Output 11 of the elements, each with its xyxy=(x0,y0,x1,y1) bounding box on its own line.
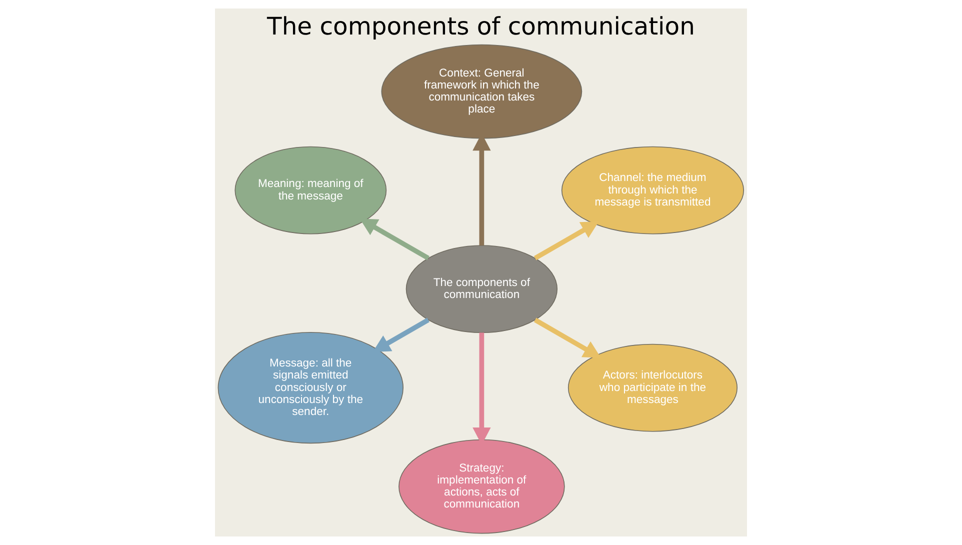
arrow xyxy=(360,218,430,260)
node-ellipse: Channel: the medium through which the message is transmitted xyxy=(561,146,744,234)
node-ellipse: The components of communication xyxy=(406,245,558,334)
diagram-title: The components of communication xyxy=(267,12,695,40)
node-ellipse: Context: General framework in which the communication takes place xyxy=(381,44,582,139)
arrow xyxy=(534,318,601,358)
node-ellipse: Actors: interlocutors who participate in the messages xyxy=(568,344,738,432)
node-ellipse: Message: all the signals emitted consciously or unconsciously by the sender. xyxy=(218,332,404,444)
arrow xyxy=(372,318,430,352)
arrow xyxy=(534,221,599,260)
node-ellipse: Strategy: implementation of actions, acts of communication xyxy=(398,439,565,534)
